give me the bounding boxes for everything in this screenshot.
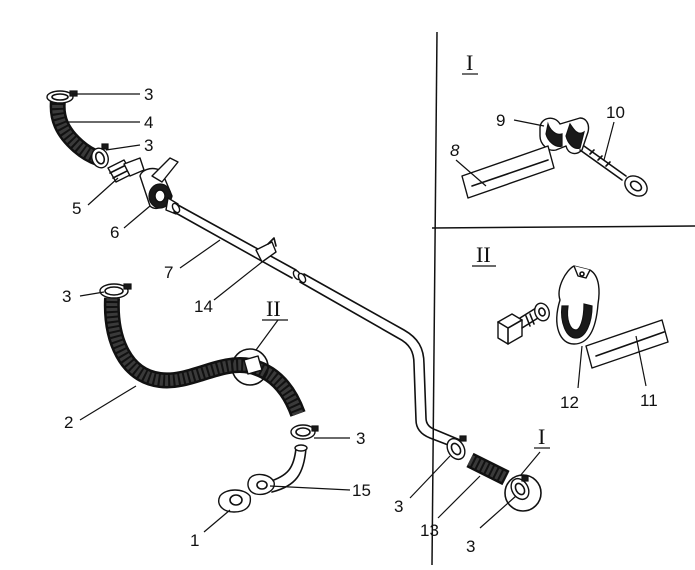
callout-3: 3 (356, 429, 365, 448)
callout-7: 7 (164, 263, 173, 282)
elbow-pipe (247, 444, 308, 496)
gasket (218, 489, 252, 513)
callout-3: 3 (62, 287, 71, 306)
view-mark-ii: II (476, 242, 491, 267)
view-mark-i: I (466, 50, 473, 75)
callout-3: 3 (394, 497, 403, 516)
callout-9: 9 (496, 111, 505, 130)
pipe-bracket (255, 237, 277, 263)
callout-2: 2 (64, 413, 73, 432)
leader-lines (66, 93, 647, 533)
detail-circle-ii (231, 348, 269, 386)
detail-circle-i (504, 474, 542, 512)
callout-13: 13 (420, 521, 439, 540)
view-i-clamp (539, 117, 590, 155)
clamp-elbow (290, 424, 319, 440)
view-ii-bolt (497, 307, 539, 345)
detail-mark-i: I (538, 424, 545, 449)
callout-12: 12 (560, 393, 579, 412)
union-fitting (107, 157, 145, 183)
callout-5: 5 (72, 199, 81, 218)
view-ii-washer (534, 302, 550, 322)
hose-connector (466, 452, 510, 486)
callout-6: 6 (110, 223, 119, 242)
callout-15: 15 (352, 481, 371, 500)
callout-4: 4 (144, 113, 153, 132)
callout-11: 11 (640, 391, 658, 410)
callout-3: 3 (144, 85, 153, 104)
view-ii-strip (585, 319, 669, 369)
view-divider-horizontal (431, 225, 695, 229)
hose-long (103, 297, 306, 417)
clamp-hose-end (91, 143, 109, 169)
detail-mark-ii: II (266, 296, 281, 321)
fuel-pipe (171, 202, 461, 449)
callout-8: 8 (450, 141, 460, 160)
view-ii-clamp (556, 265, 600, 345)
clamp-hose-long-top (99, 283, 132, 299)
callout-14: 14 (194, 297, 213, 316)
view-i-pin (579, 145, 648, 197)
clamp-top-left (46, 90, 78, 104)
fuel-valve (139, 157, 179, 215)
callout-3: 3 (144, 136, 153, 155)
callout-1: 1 (190, 531, 199, 550)
callout-10: 10 (606, 103, 625, 122)
hose-short (49, 99, 101, 166)
callout-3: 3 (466, 537, 475, 556)
view-divider-vertical (431, 31, 438, 566)
clamp-pipe-end (446, 435, 467, 461)
clamp-hose-connector (510, 475, 530, 501)
view-i-strip (461, 145, 555, 199)
